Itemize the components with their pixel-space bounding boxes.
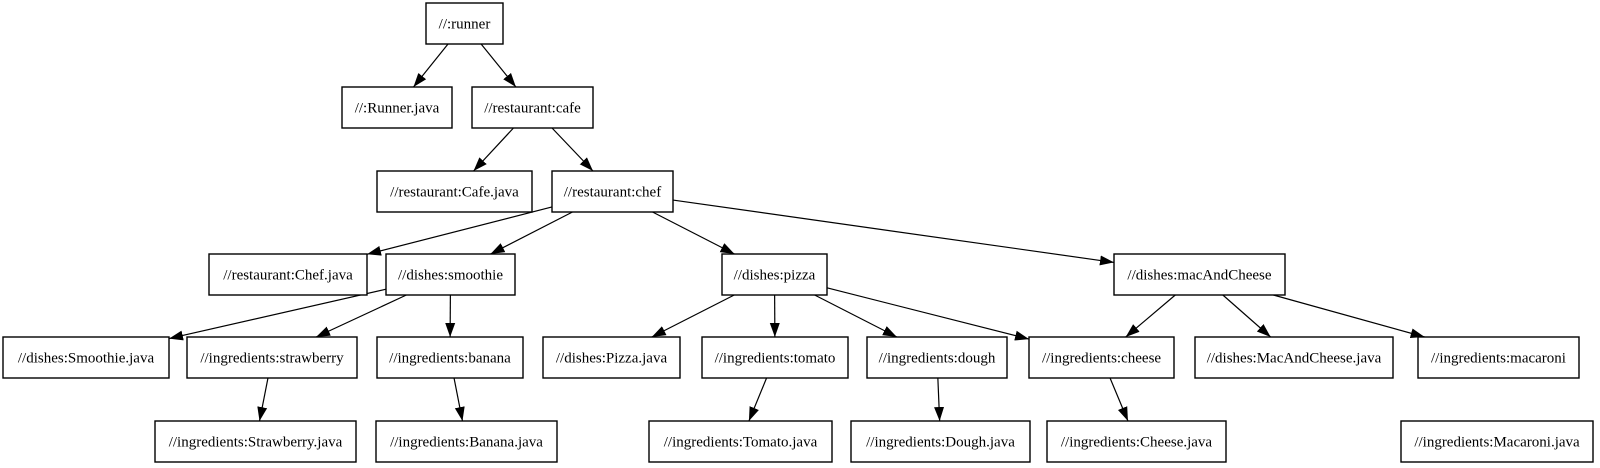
edge-strawberry-to-strawberry-java <box>257 377 269 422</box>
node-label: //ingredients:Macaroni.java <box>1414 435 1580 451</box>
node-label: //ingredients:Tomato.java <box>664 435 818 451</box>
node-box <box>1194 336 1394 379</box>
node-chef: //restaurant:chef <box>551 170 674 213</box>
node-smoothie-java: //dishes:Smoothie.java <box>2 336 170 379</box>
node-label: //ingredients:Cheese.java <box>1061 435 1213 451</box>
node-label: //dishes:smoothie <box>398 268 503 284</box>
node-cafe: //restaurant:cafe <box>471 86 594 129</box>
node-cheese: //ingredients:cheese <box>1028 336 1175 379</box>
node-macaroni-java: //ingredients:Macaroni.java <box>1400 420 1594 463</box>
node-box <box>542 336 681 379</box>
node-box <box>1417 336 1580 379</box>
node-mac-and-cheese-java: //dishes:MacAndCheese.java <box>1194 336 1394 379</box>
node-box <box>425 2 504 45</box>
node-box <box>208 253 368 296</box>
node-runner: //:runner <box>425 2 504 45</box>
edge-banana-to-banana-java <box>453 377 465 422</box>
node-box <box>551 170 674 213</box>
node-box <box>1400 420 1594 463</box>
node-box <box>376 336 524 379</box>
node-banana: //ingredients:banana <box>376 336 524 379</box>
node-cafe-java: //restaurant:Cafe.java <box>376 170 533 213</box>
node-macaroni: //ingredients:macaroni <box>1417 336 1580 379</box>
node-box <box>186 336 358 379</box>
edge-mac-and-cheese-to-mac-and-cheese-java <box>1222 294 1272 338</box>
node-box <box>341 86 453 129</box>
node-label: //ingredients:Strawberry.java <box>169 435 343 451</box>
edge-pizza-to-dough <box>814 294 898 338</box>
node-pizza: //dishes:pizza <box>721 253 828 296</box>
node-box <box>376 170 533 213</box>
node-label: //ingredients:Dough.java <box>866 435 1015 451</box>
node-label: //dishes:MacAndCheese.java <box>1207 351 1382 367</box>
node-label: //:Runner.java <box>355 101 440 117</box>
edge-chef-to-pizza <box>652 211 735 255</box>
edge-chef-to-chef-java <box>366 206 553 256</box>
node-label: //ingredients:dough <box>879 351 996 367</box>
node-label: //dishes:macAndCheese <box>1127 268 1271 284</box>
edge-mac-and-cheese-to-cheese <box>1125 294 1176 338</box>
node-box <box>850 420 1031 463</box>
node-dough-java: //ingredients:Dough.java <box>850 420 1031 463</box>
node-smoothie: //dishes:smoothie <box>385 253 516 296</box>
node-label: //dishes:pizza <box>734 268 816 284</box>
node-label: //restaurant:Cafe.java <box>390 185 519 201</box>
node-label: //ingredients:macaroni <box>1431 351 1566 367</box>
node-label: //restaurant:cafe <box>484 101 581 117</box>
edge-smoothie-to-smoothie-java <box>168 288 387 341</box>
node-dough: //ingredients:dough <box>866 336 1008 379</box>
node-chef-java: //restaurant:Chef.java <box>208 253 368 296</box>
node-mac-and-cheese: //dishes:macAndCheese <box>1113 253 1286 296</box>
edge-mac-and-cheese-to-macaroni <box>1273 294 1425 339</box>
node-pizza-java: //dishes:Pizza.java <box>542 336 681 379</box>
node-banana-java: //ingredients:Banana.java <box>375 420 558 463</box>
edge-cafe-to-chef <box>551 127 594 172</box>
edge-runner-to-cafe <box>480 43 517 88</box>
edge-dough-to-dough-java <box>934 377 945 422</box>
edge-pizza-to-cheese <box>826 287 1030 341</box>
node-box <box>375 420 558 463</box>
node-label: //ingredients:Banana.java <box>390 435 543 451</box>
node-box <box>1028 336 1175 379</box>
node-box <box>154 420 357 463</box>
node-label: //ingredients:banana <box>389 351 511 367</box>
node-box <box>721 253 828 296</box>
node-box <box>2 336 170 379</box>
node-box <box>866 336 1008 379</box>
node-label: //restaurant:chef <box>564 185 661 201</box>
node-label: //ingredients:cheese <box>1042 351 1161 367</box>
edge-pizza-to-pizza-java <box>651 294 735 338</box>
edge-cafe-to-cafe-java <box>473 127 514 172</box>
edge-runner-to-runner-java <box>413 43 449 88</box>
node-box <box>385 253 516 296</box>
edge-tomato-to-tomato-java <box>748 377 768 422</box>
node-box <box>471 86 594 129</box>
node-strawberry: //ingredients:strawberry <box>186 336 358 379</box>
node-label: //dishes:Pizza.java <box>556 351 668 367</box>
node-label: //restaurant:Chef.java <box>223 268 353 284</box>
node-cheese-java: //ingredients:Cheese.java <box>1046 420 1227 463</box>
node-tomato: //ingredients:tomato <box>701 336 849 379</box>
node-label: //dishes:Smoothie.java <box>18 351 155 367</box>
edge-cheese-to-cheese-java <box>1109 377 1129 422</box>
node-runner-java: //:Runner.java <box>341 86 453 129</box>
node-box <box>1046 420 1227 463</box>
node-box <box>701 336 849 379</box>
node-box <box>648 420 833 463</box>
node-label: //ingredients:strawberry <box>200 351 344 367</box>
node-label: //:runner <box>439 17 491 33</box>
node-tomato-java: //ingredients:Tomato.java <box>648 420 833 463</box>
edge-chef-to-smoothie <box>490 211 573 255</box>
edge-chef-to-mac-and-cheese <box>672 199 1115 266</box>
node-box <box>1113 253 1286 296</box>
edges-layer <box>168 43 1425 422</box>
edge-smoothie-to-strawberry <box>315 294 407 338</box>
node-label: //ingredients:tomato <box>715 351 836 367</box>
node-strawberry-java: //ingredients:Strawberry.java <box>154 420 357 463</box>
